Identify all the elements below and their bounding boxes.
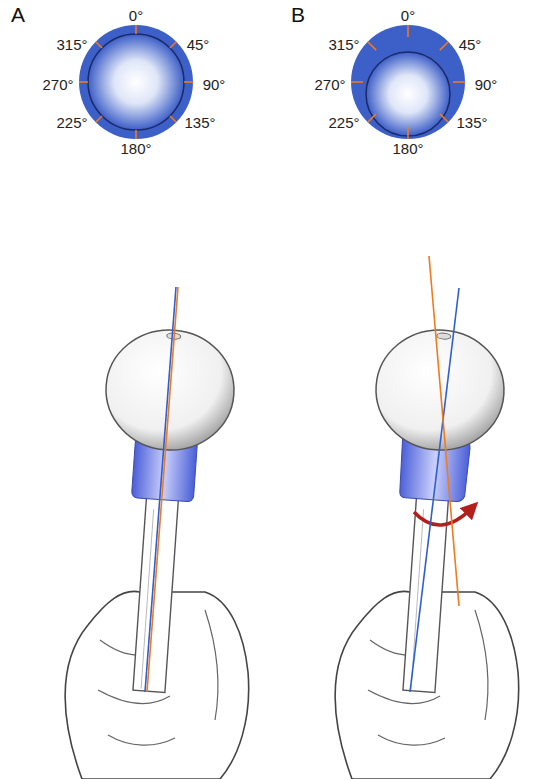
angle-label: 135° [456,115,487,130]
angle-label: 45° [459,37,482,52]
angle-tick [440,42,448,50]
angle-label: 45° [187,37,210,52]
angle-label: 90° [475,77,498,92]
angle-tick [368,114,376,122]
panel-letter: A [11,4,25,25]
angle-tick [96,116,102,122]
angle-label: 225° [328,115,359,130]
angle-label: 180° [392,141,423,156]
angle-tick [135,25,137,34]
angle-tick [135,130,137,139]
angle-tick [170,42,176,48]
angle-tick [453,81,465,83]
angle-tick [184,81,193,83]
angle-label: 270° [42,77,73,92]
angle-label: 135° [184,115,215,130]
angle-label: 315° [56,37,87,52]
angle-tick [170,116,176,122]
implant-b [335,256,519,779]
angle-label: 225° [56,115,87,130]
angle-label: 315° [328,37,359,52]
cup-view-b [351,25,465,139]
angle-tick [407,25,409,37]
angle-tick [96,42,102,48]
angle-tick [440,114,448,122]
angle-tick [407,127,409,139]
angle-tick [368,42,376,50]
angle-label: 0° [401,8,415,23]
panel-letter: B [291,4,305,25]
angle-label: 90° [203,77,226,92]
angle-label: 0° [129,8,143,23]
angle-label: 180° [120,141,151,156]
implant-a [65,287,249,779]
angle-label: 270° [314,77,345,92]
cup-view-a [79,25,193,139]
angle-tick [79,81,88,83]
angle-tick [351,81,363,83]
